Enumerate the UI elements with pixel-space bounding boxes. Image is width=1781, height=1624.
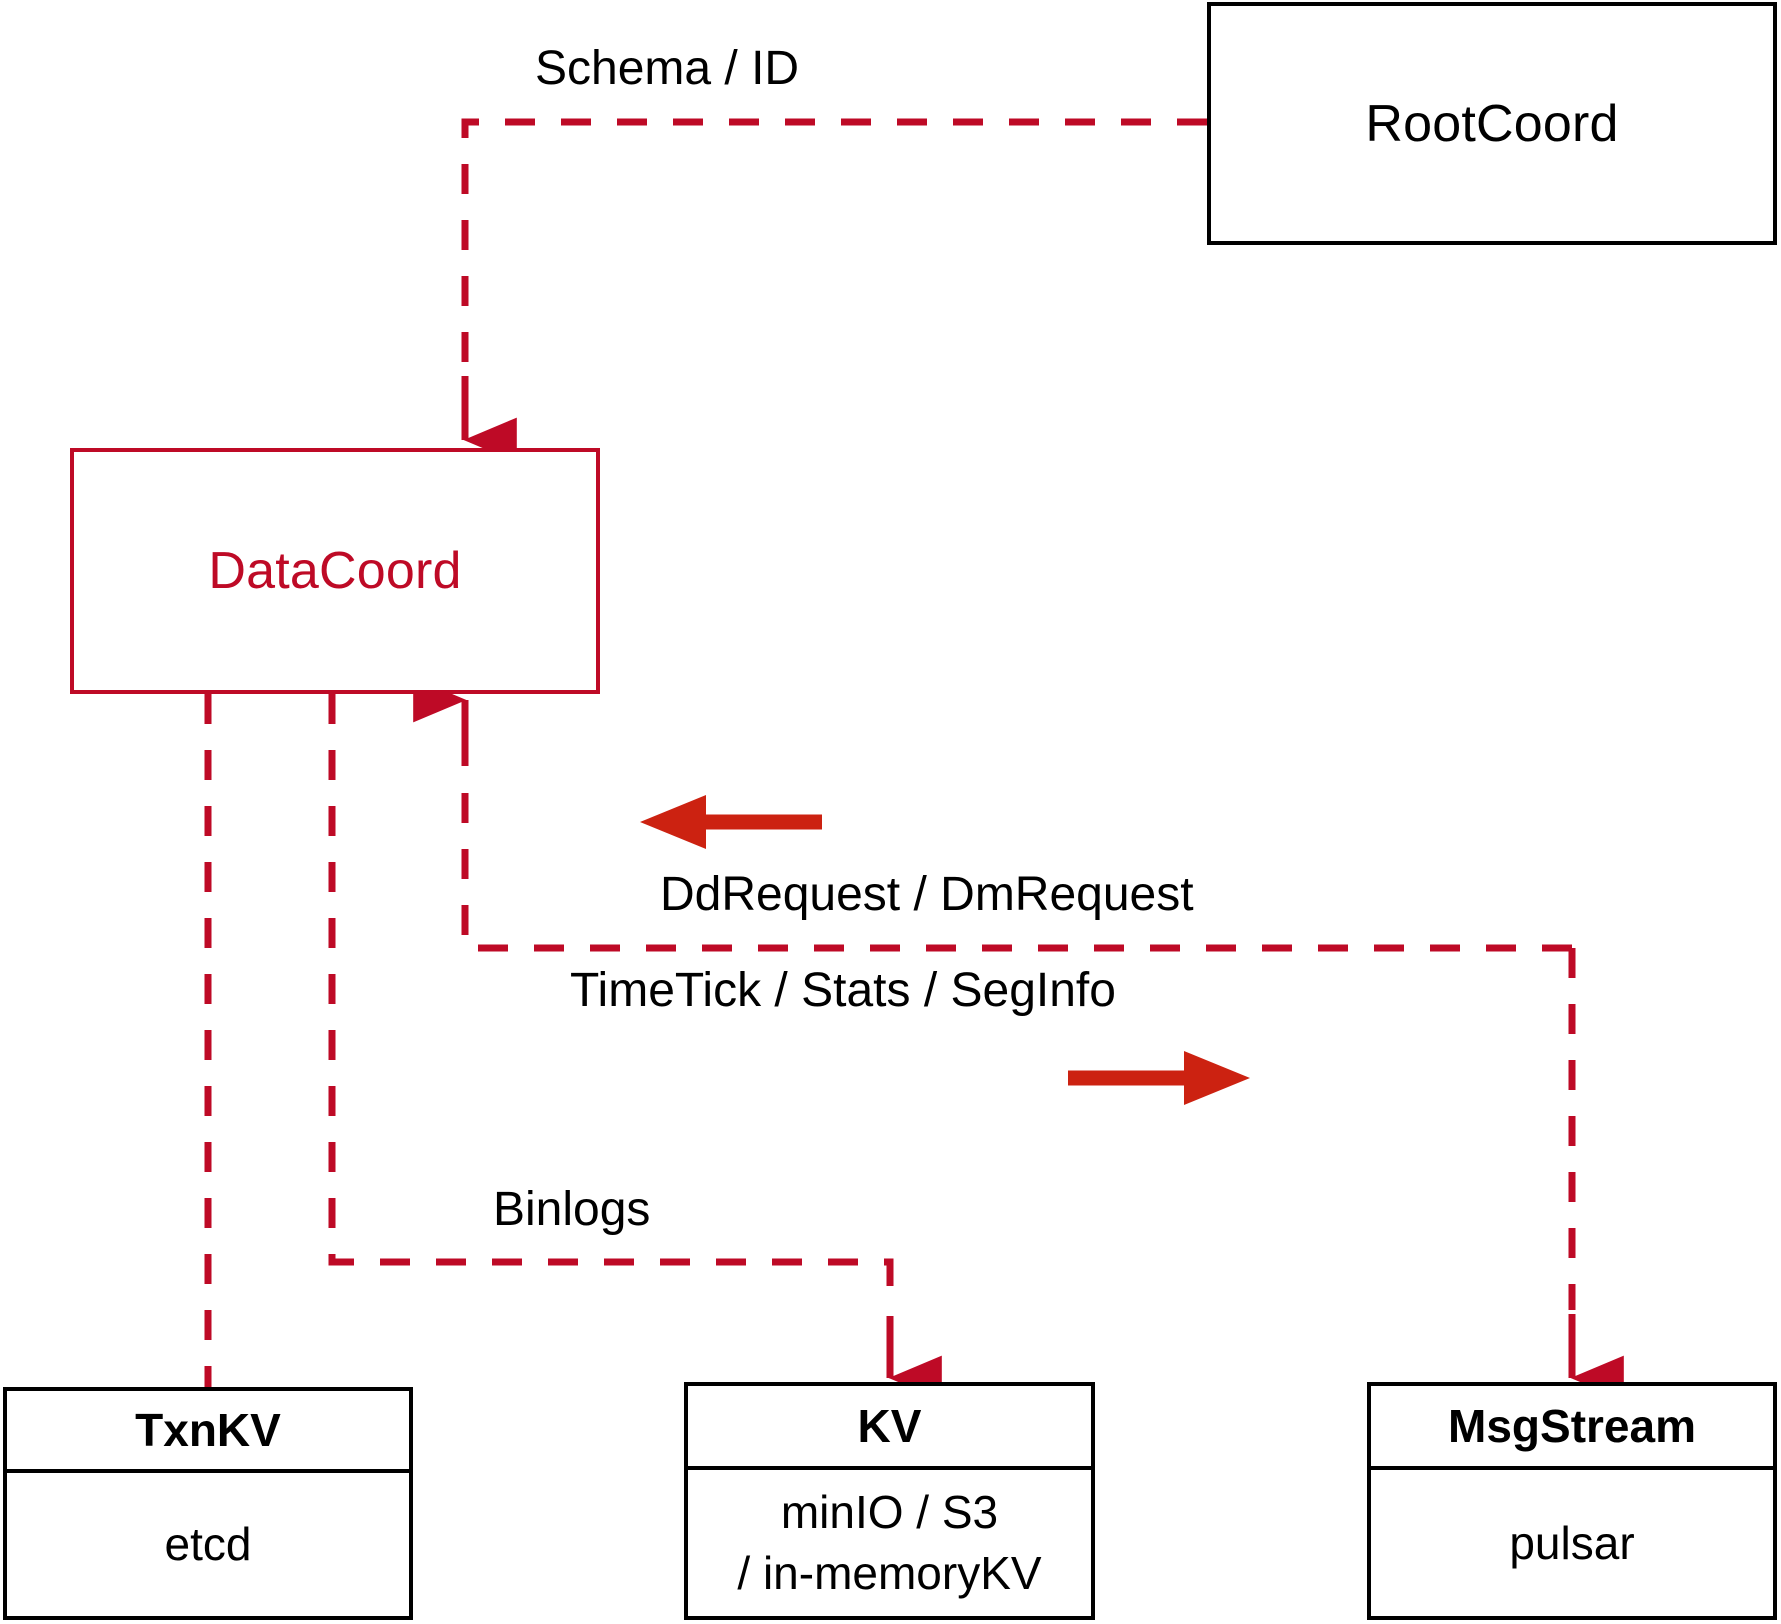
direction-arrow-right: [1068, 1051, 1250, 1105]
node-kv[interactable]: KV minIO / S3 / in-memoryKV: [684, 1382, 1095, 1620]
edge-label-binlogs: Binlogs: [493, 1183, 651, 1236]
node-msgstream-sub: pulsar: [1509, 1516, 1635, 1569]
edge-label-timetick-stats-seginfo: TimeTick / Stats / SegInfo: [570, 964, 1116, 1017]
edge-label-schema-id: Schema / ID: [535, 42, 800, 95]
node-msgstream-body: pulsar: [1371, 1470, 1773, 1616]
node-txnkv[interactable]: TxnKV etcd: [3, 1387, 413, 1620]
node-rootcoord[interactable]: RootCoord: [1207, 2, 1777, 245]
node-msgstream[interactable]: MsgStream pulsar: [1367, 1382, 1777, 1620]
node-kv-title: KV: [688, 1386, 1091, 1470]
node-txnkv-body: etcd: [7, 1473, 409, 1616]
node-datacoord-label: DataCoord: [208, 542, 462, 600]
edge-label-ddrequest-dmrequest: DdRequest / DmRequest: [660, 868, 1194, 921]
edge-schema-id: [461, 118, 1207, 463]
direction-arrow-left: [640, 795, 822, 849]
node-txnkv-sub: etcd: [164, 1518, 252, 1571]
node-msgstream-title: MsgStream: [1371, 1386, 1773, 1470]
node-datacoord[interactable]: DataCoord: [70, 448, 600, 694]
node-txnkv-title: TxnKV: [7, 1391, 409, 1473]
node-kv-body: minIO / S3 / in-memoryKV: [688, 1470, 1091, 1616]
node-kv-sub-line2: / in-memoryKV: [737, 1547, 1042, 1599]
node-rootcoord-label: RootCoord: [1365, 94, 1619, 153]
node-kv-sub-line1: minIO / S3: [780, 1486, 999, 1539]
edge-binlogs: [328, 694, 942, 1401]
